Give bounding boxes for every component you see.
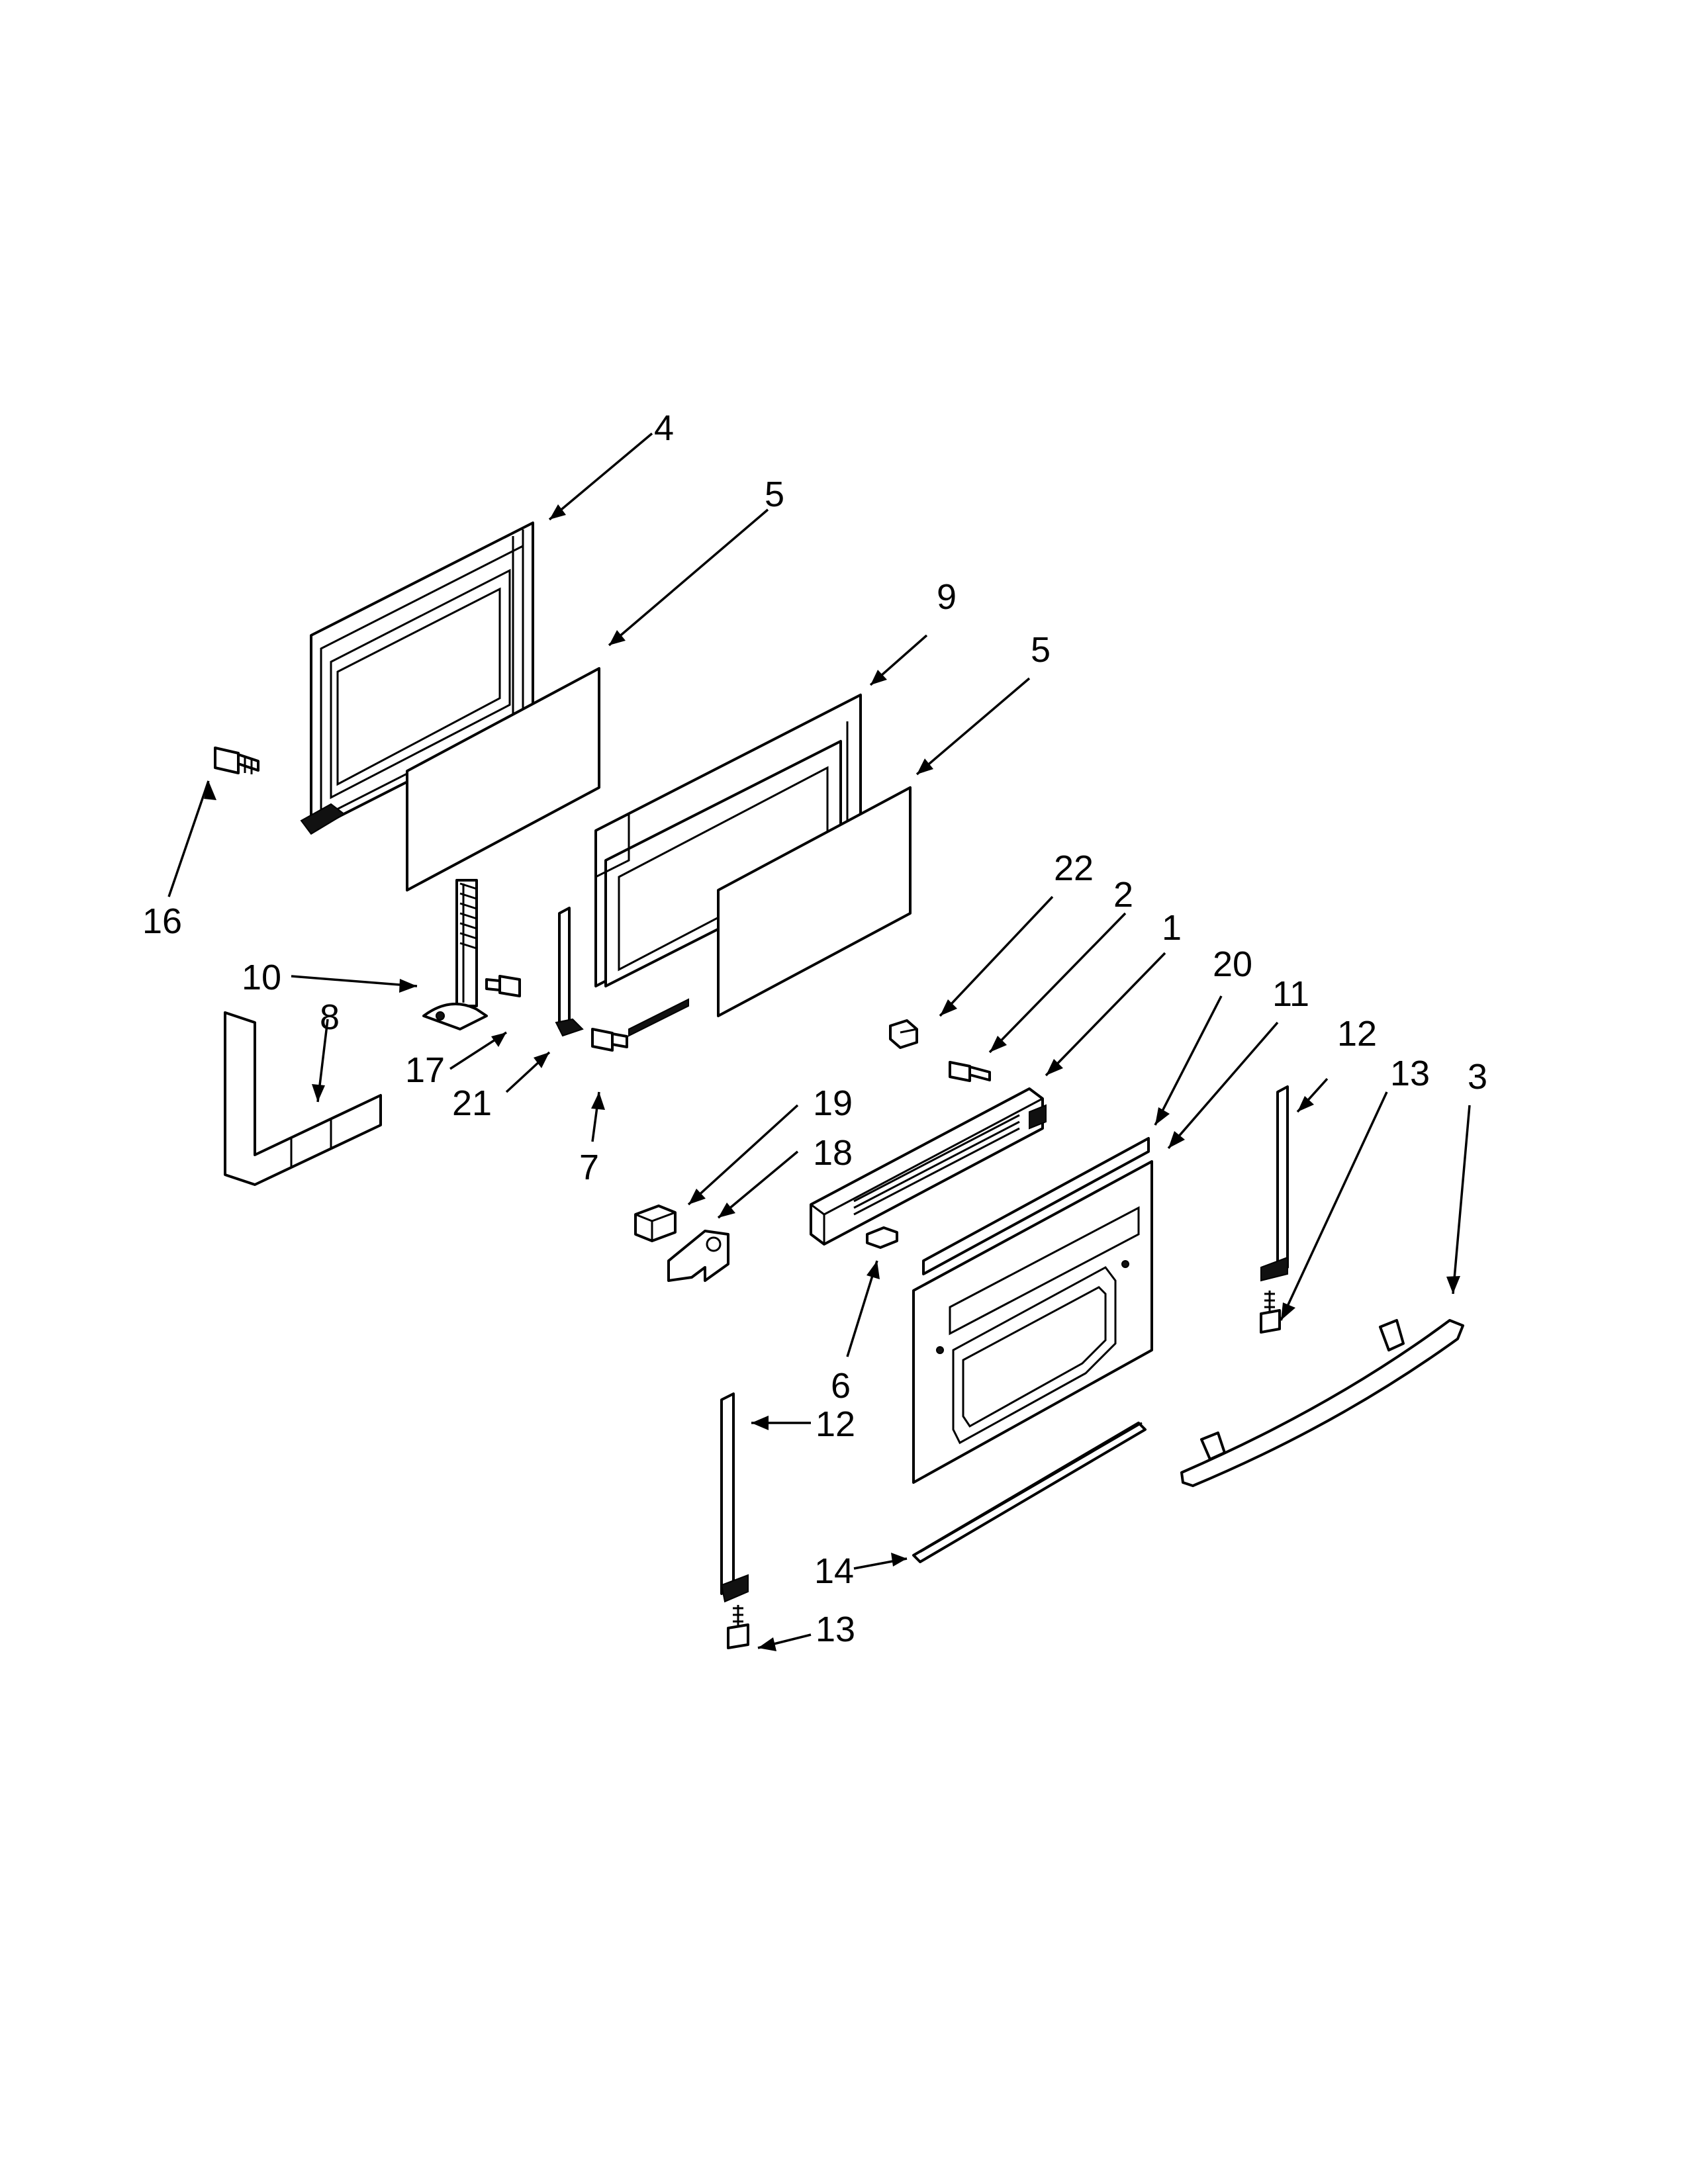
part-5-inner-glass-upper: [406, 667, 600, 891]
part-18-bracket: [667, 1230, 729, 1282]
callout-3: 3: [1468, 1057, 1487, 1097]
callout-21: 21: [452, 1083, 492, 1123]
callout-18: 18: [813, 1133, 853, 1173]
part-11-outer-door-panel: [912, 1160, 1153, 1484]
callout-5-lower: 5: [1031, 630, 1051, 670]
part-13-screw-right: [1260, 1291, 1281, 1334]
part-7-screw: [591, 1028, 628, 1052]
part-1-vent-trim: [810, 1087, 1047, 1246]
callout-7: 7: [579, 1148, 599, 1187]
callout-16: 16: [142, 901, 182, 941]
callout-2: 2: [1113, 875, 1133, 915]
callout-9: 9: [937, 577, 957, 617]
part-4-inner-door-liner: [300, 522, 534, 835]
callout-5-upper: 5: [765, 475, 784, 514]
part-10-hinge: [422, 879, 488, 1030]
part-6-spacer: [866, 1226, 898, 1249]
callout-22: 22: [1054, 848, 1094, 888]
leader-arrowheads: [204, 504, 1460, 1651]
part-19-clip: [634, 1205, 677, 1242]
part-2-screw: [949, 1061, 991, 1082]
part-22-nut: [889, 1019, 918, 1049]
part-5-inner-glass-lower: [717, 786, 912, 1017]
leader-lines: [167, 432, 1471, 1649]
callout-14: 14: [814, 1551, 854, 1591]
callout-13-left: 13: [816, 1610, 855, 1649]
part-8-corner-trim: [224, 1011, 382, 1186]
callout-13-right: 13: [1390, 1054, 1430, 1093]
part-21-side-trim: [555, 907, 584, 1037]
callout-6: 6: [831, 1366, 851, 1406]
callout-1: 1: [1162, 908, 1182, 948]
part-16-screw: [214, 747, 259, 774]
part-13-screw-left: [727, 1605, 749, 1649]
callout-11: 11: [1272, 974, 1309, 1014]
part-17-hinge-screw: [485, 975, 521, 997]
callout-19: 19: [813, 1083, 853, 1123]
callout-12-left: 12: [816, 1404, 855, 1444]
callout-8: 8: [320, 997, 340, 1037]
callout-10: 10: [242, 958, 281, 997]
part-14-bottom-trim: [912, 1422, 1147, 1563]
callout-12-right: 12: [1337, 1014, 1377, 1054]
callout-4: 4: [654, 408, 674, 448]
part-20-top-trim: [922, 1137, 1150, 1275]
part-12-side-trim-right: [1260, 1085, 1289, 1282]
callout-17: 17: [405, 1050, 445, 1090]
part-12-side-trim-left: [720, 1392, 749, 1603]
callout-labels: 4 5 9 5 16 10 8 17 21 7 22 2 1 20 11 12 …: [142, 408, 1487, 1649]
callout-20: 20: [1213, 944, 1252, 984]
part-3-door-handle: [1180, 1319, 1464, 1487]
